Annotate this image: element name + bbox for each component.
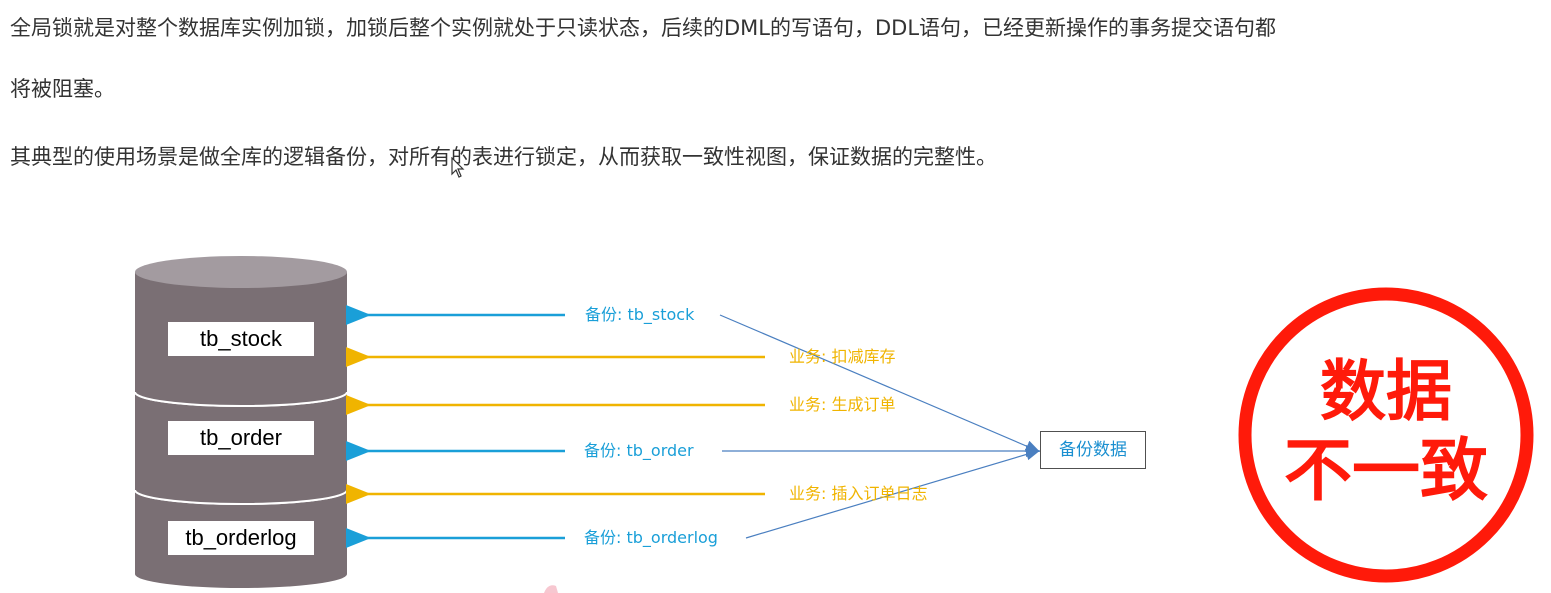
table-label-tb-order: tb_order (168, 421, 314, 455)
flow-label-business-log: 业务: 插入订单日志 (789, 484, 928, 503)
stamp-text-line1: 数据 (1320, 353, 1452, 430)
paragraph-global-lock-continued: 将被阻塞。 (10, 77, 115, 101)
inconsistent-stamp-circle (1238, 287, 1534, 583)
paragraph-use-case: 其典型的使用场景是做全库的逻辑备份，对所有的表进行锁定，从而获取一致性视图，保证… (10, 145, 997, 169)
backup-data-box: 备份数据 (1040, 431, 1146, 469)
mouse-cursor-icon (451, 157, 465, 178)
flow-label-business-order: 业务: 生成订单 (789, 395, 896, 414)
stamp-text-line2: 不一致 (1283, 432, 1488, 511)
flow-label-business-deduct: 业务: 扣减库存 (789, 347, 896, 366)
table-label-tb-orderlog: tb_orderlog (168, 521, 314, 555)
decorative-mark (544, 585, 558, 593)
link-orderlog-to-backup (745, 448, 1041, 539)
flow-label-backup-stock: 备份: tb_stock (585, 305, 695, 324)
flow-label-backup-orderlog: 备份: tb_orderlog (584, 528, 718, 547)
paragraph-global-lock: 全局锁就是对整个数据库实例加锁，加锁后整个实例就处于只读状态，后续的DML的写语… (10, 16, 1277, 40)
flow-label-backup-order: 备份: tb_order (584, 441, 694, 460)
link-stock-to-backup (719, 314, 1041, 452)
table-label-tb-stock: tb_stock (168, 322, 314, 356)
